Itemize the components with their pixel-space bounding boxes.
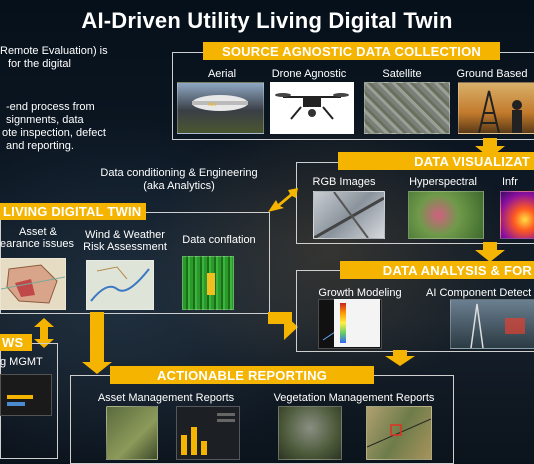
report-label-asset: Asset Management Reports (97, 392, 235, 404)
intro-line: and reporting. (6, 140, 74, 152)
asset-report-image-2 (176, 406, 240, 460)
conflation-image (182, 256, 234, 310)
source-collection-header: SOURCE AGNOSTIC DATA COLLECTION (203, 42, 500, 60)
source-label-satellite: Satellite (382, 68, 422, 80)
flow-arrow-analysis-report-shaft (393, 350, 407, 356)
analysis-label-growth: Growth Modeling (318, 287, 402, 299)
sync-arrow-twin-ws (34, 318, 54, 348)
source-label-aerial: Aerial (207, 68, 237, 80)
twin-label-line: Wind & Weather (85, 229, 165, 241)
conditioning-text: Data conditioning & Engineering (aka Ana… (88, 167, 270, 193)
intro-text-1: Remote Evaluation) is for the digital (0, 45, 108, 71)
digital-twin-header: LIVING DIGITAL TWIN (0, 203, 146, 220)
flow-arrow-twin-report (82, 362, 112, 374)
flow-arrow-twin-report-shaft (90, 312, 104, 366)
asset-map-image (0, 258, 66, 310)
aerial-image: heli (177, 82, 264, 134)
weather-map-image (86, 260, 154, 310)
flow-arrow-twin-analysis (284, 314, 298, 340)
intro-line: for the digital (8, 58, 71, 70)
viz-label-infrared: Infr (502, 176, 518, 188)
satellite-image (364, 82, 450, 134)
twin-label-weather: Wind & Weather Risk Assessment (80, 229, 170, 253)
flow-arrow-analysis-report (385, 356, 415, 366)
drone-image (270, 82, 354, 134)
ws-header: WS (0, 334, 32, 351)
intro-line: signments, data (6, 114, 84, 126)
viz-label-rgb: RGB Images (312, 176, 376, 188)
flow-arrow-source-viz-shaft (483, 138, 497, 146)
infrared-image (500, 191, 534, 239)
ws-dashboard-image (0, 374, 52, 416)
twin-label-asset: Asset & earance issues (0, 226, 76, 250)
twin-label-line: Asset & (19, 226, 57, 238)
flow-arrow-viz-analysis (475, 250, 505, 262)
vegetation-report-image-1 (278, 406, 342, 460)
ai-detection-image (450, 299, 534, 349)
page-title: AI-Driven Utility Living Digital Twin (81, 8, 453, 33)
ws-label: g MGMT (0, 356, 43, 368)
growth-legend-image (334, 299, 380, 347)
flow-arrow-viz-analysis-shaft (483, 242, 497, 250)
conditioning-line: Data conditioning & Engineering (100, 167, 258, 179)
intro-line: -end process from (6, 101, 95, 113)
ground-image (458, 82, 534, 134)
source-label-ground: Ground Based (456, 68, 528, 80)
source-label-drone: Drone Agnostic (271, 68, 347, 80)
rgb-image (313, 191, 385, 239)
intro-text-2: -end process from signments, data ote in… (0, 101, 106, 153)
twin-label-line: Risk Assessment (83, 241, 167, 253)
vegetation-report-image-2 (366, 406, 432, 460)
reporting-header: ACTIONABLE REPORTING (110, 366, 374, 384)
conditioning-line: (aka Analytics) (143, 180, 215, 192)
visualization-header: DATA VISUALIZAT (338, 152, 534, 170)
analysis-label-ai: AI Component Detect (426, 287, 532, 299)
intro-line: Remote Evaluation) is (0, 45, 108, 57)
sync-arrow-twin-viz (268, 188, 298, 212)
report-label-vegetation: Vegetation Management Reports (273, 392, 435, 404)
analysis-header: DATA ANALYSIS & FOR (340, 261, 534, 279)
svg-text:heli: heli (208, 102, 216, 108)
twin-label-conflation: Data conflation (182, 234, 256, 246)
intro-line: ote inspection, defect (2, 127, 106, 139)
asset-report-image-1 (106, 406, 158, 460)
twin-label-line: earance issues (0, 238, 74, 250)
viz-label-hyperspectral: Hyperspectral (409, 176, 477, 188)
hyperspectral-image (408, 191, 484, 239)
